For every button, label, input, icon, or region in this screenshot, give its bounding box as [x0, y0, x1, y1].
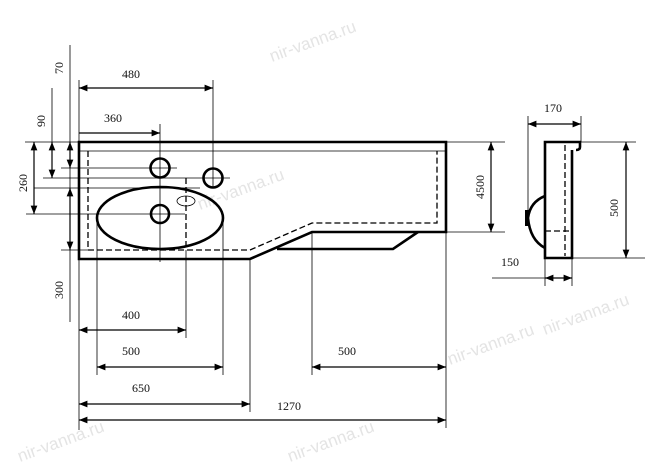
- watermark: nir-vanna.ru: [285, 417, 377, 466]
- watermark: nir-vanna.ru: [540, 290, 632, 339]
- dim-500-left: 500: [122, 344, 140, 358]
- side-hidden-contour: [545, 145, 572, 256]
- dim-300: 300: [52, 281, 66, 299]
- dimension-arrows: [30, 84, 495, 424]
- hidden-contour: [87, 151, 438, 251]
- extension-lines: [25, 45, 505, 430]
- watermark: nir-vanna.ru: [195, 165, 287, 214]
- dim-480: 480: [122, 67, 140, 81]
- side-dimension-arrows: [528, 120, 630, 282]
- side-outline: [543, 140, 582, 260]
- dim-500-right: 500: [338, 344, 356, 358]
- shelf-underside: [277, 230, 419, 251]
- dim-4500: 4500: [473, 175, 487, 199]
- dim-1270: 1270: [277, 399, 301, 413]
- dim-650: 650: [132, 381, 150, 395]
- dim-500-side: 500: [607, 199, 621, 217]
- watermark: nir-vanna.ru: [267, 17, 359, 66]
- front-view: 480 360 70 90 260 300 400 500 650 1270 5…: [16, 45, 505, 430]
- side-view: 170 500 150: [492, 101, 645, 286]
- dim-260: 260: [16, 174, 30, 192]
- dim-400: 400: [122, 308, 140, 322]
- dim-70: 70: [52, 62, 66, 74]
- countertop-outline: [77, 140, 448, 261]
- watermark: nir-vanna.ru: [445, 320, 537, 369]
- dim-360: 360: [104, 111, 122, 125]
- dim-150: 150: [501, 255, 519, 269]
- watermarks: nir-vanna.ru nir-vanna.ru nir-vanna.ru n…: [15, 17, 632, 466]
- side-drain: [525, 210, 529, 226]
- watermark: nir-vanna.ru: [15, 417, 107, 466]
- side-bowl: [526, 194, 546, 250]
- side-extension-lines: [492, 116, 645, 286]
- dim-170: 170: [544, 101, 562, 115]
- dim-90: 90: [34, 115, 48, 127]
